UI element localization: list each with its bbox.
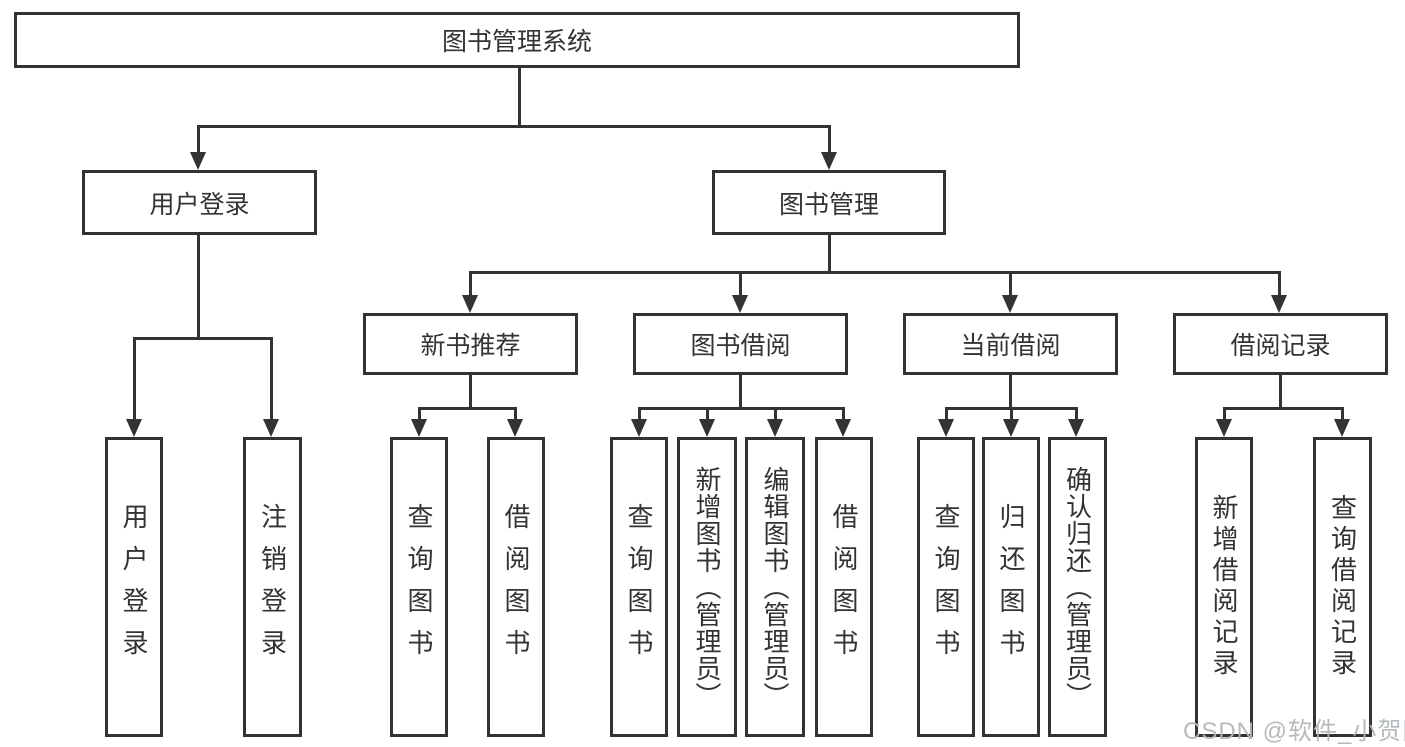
connector-line: [470, 271, 1280, 274]
connector-line: [945, 407, 948, 421]
connector-line: [774, 407, 777, 421]
leaf-label: 归还图书: [996, 503, 1026, 671]
connector-line: [197, 125, 200, 154]
node-book-management: 图书管理: [712, 170, 946, 235]
connector-line: [270, 337, 273, 421]
leaf-label: 查询图书: [404, 503, 434, 671]
leaf-logout: 注销登录: [243, 437, 302, 737]
connector-line: [638, 407, 641, 421]
connector-line: [133, 337, 272, 340]
arrow-down-icon: [699, 419, 715, 437]
connector-line: [1223, 407, 1343, 410]
arrow-down-icon: [938, 419, 954, 437]
arrow-down-icon: [1002, 295, 1018, 313]
arrow-down-icon: [1271, 295, 1287, 313]
arrow-down-icon: [1068, 419, 1084, 437]
connector-line: [514, 407, 517, 421]
connector-line: [739, 271, 742, 297]
leaf-query-books-3: 查询图书: [917, 437, 975, 737]
arrow-down-icon: [835, 419, 851, 437]
connector-line: [739, 375, 742, 407]
node-new-book-recommend: 新书推荐: [363, 313, 578, 375]
connector-line: [828, 125, 831, 154]
leaf-label: 查询借阅记录: [1327, 494, 1358, 680]
arrow-down-icon: [507, 419, 523, 437]
node-library-system: 图书管理系统: [14, 12, 1020, 68]
connector-line: [469, 271, 472, 297]
connector-line: [133, 337, 136, 421]
arrow-down-icon: [821, 152, 837, 170]
leaf-edit-books-admin: 编辑图书（管理员）: [745, 437, 805, 737]
arrow-down-icon: [1334, 419, 1350, 437]
arrow-down-icon: [126, 419, 142, 437]
arrow-down-icon: [263, 419, 279, 437]
node-current-borrow: 当前借阅: [903, 313, 1118, 375]
leaf-confirm-return-admin: 确认归还（管理员）: [1048, 437, 1107, 737]
arrow-down-icon: [190, 152, 206, 170]
arrow-down-icon: [462, 295, 478, 313]
connector-line: [1009, 271, 1012, 297]
leaf-add-books-admin: 新增图书（管理员）: [677, 437, 737, 737]
leaf-label: 用户登录: [119, 503, 149, 671]
arrow-down-icon: [1003, 419, 1019, 437]
arrow-down-icon: [411, 419, 427, 437]
arrow-down-icon: [1216, 419, 1232, 437]
connector-line: [418, 407, 517, 410]
connector-line: [1009, 375, 1012, 407]
connector-line: [197, 125, 831, 128]
connector-line: [1223, 407, 1226, 421]
leaf-user-login: 用户登录: [105, 437, 163, 737]
connector-line: [842, 407, 845, 421]
leaf-query-books-2: 查询图书: [610, 437, 668, 737]
leaf-borrow-books-2: 借阅图书: [815, 437, 873, 737]
leaf-return-books: 归还图书: [982, 437, 1040, 737]
connector-line: [518, 68, 521, 125]
connector-line: [418, 407, 421, 421]
leaf-query-books-1: 查询图书: [390, 437, 448, 737]
leaf-label: 借阅图书: [501, 503, 531, 671]
leaf-label: 新增借阅记录: [1209, 494, 1239, 680]
node-borrow-records: 借阅记录: [1173, 313, 1388, 375]
node-book-borrow: 图书借阅: [633, 313, 848, 375]
connector-line: [469, 375, 472, 407]
connector-line: [828, 235, 831, 271]
connector-line: [1341, 407, 1344, 421]
leaf-add-borrow-record: 新增借阅记录: [1195, 437, 1253, 737]
connector-line: [197, 235, 200, 337]
arrow-down-icon: [732, 295, 748, 313]
leaf-label: 新增图书（管理员）: [692, 465, 722, 709]
leaf-label: 查询图书: [931, 503, 961, 671]
connector-line: [1279, 375, 1282, 407]
arrow-down-icon: [767, 419, 783, 437]
connector-line: [706, 407, 709, 421]
connector-line: [638, 407, 845, 410]
leaf-borrow-books-1: 借阅图书: [487, 437, 545, 737]
csdn-watermark: CSDN @软件_小贺同学: [1183, 718, 1405, 745]
leaf-query-borrow-record: 查询借阅记录: [1313, 437, 1372, 737]
leaf-label: 编辑图书（管理员）: [760, 465, 790, 709]
leaf-label: 借阅图书: [829, 503, 859, 671]
connector-line: [1278, 271, 1281, 297]
connector-line: [1075, 407, 1078, 421]
leaf-label: 注销登录: [257, 503, 288, 671]
arrow-down-icon: [631, 419, 647, 437]
node-user-login: 用户登录: [82, 170, 317, 235]
leaf-label: 确认归还（管理员）: [1062, 465, 1093, 709]
connector-line: [1010, 407, 1013, 421]
leaf-label: 查询图书: [624, 503, 654, 671]
